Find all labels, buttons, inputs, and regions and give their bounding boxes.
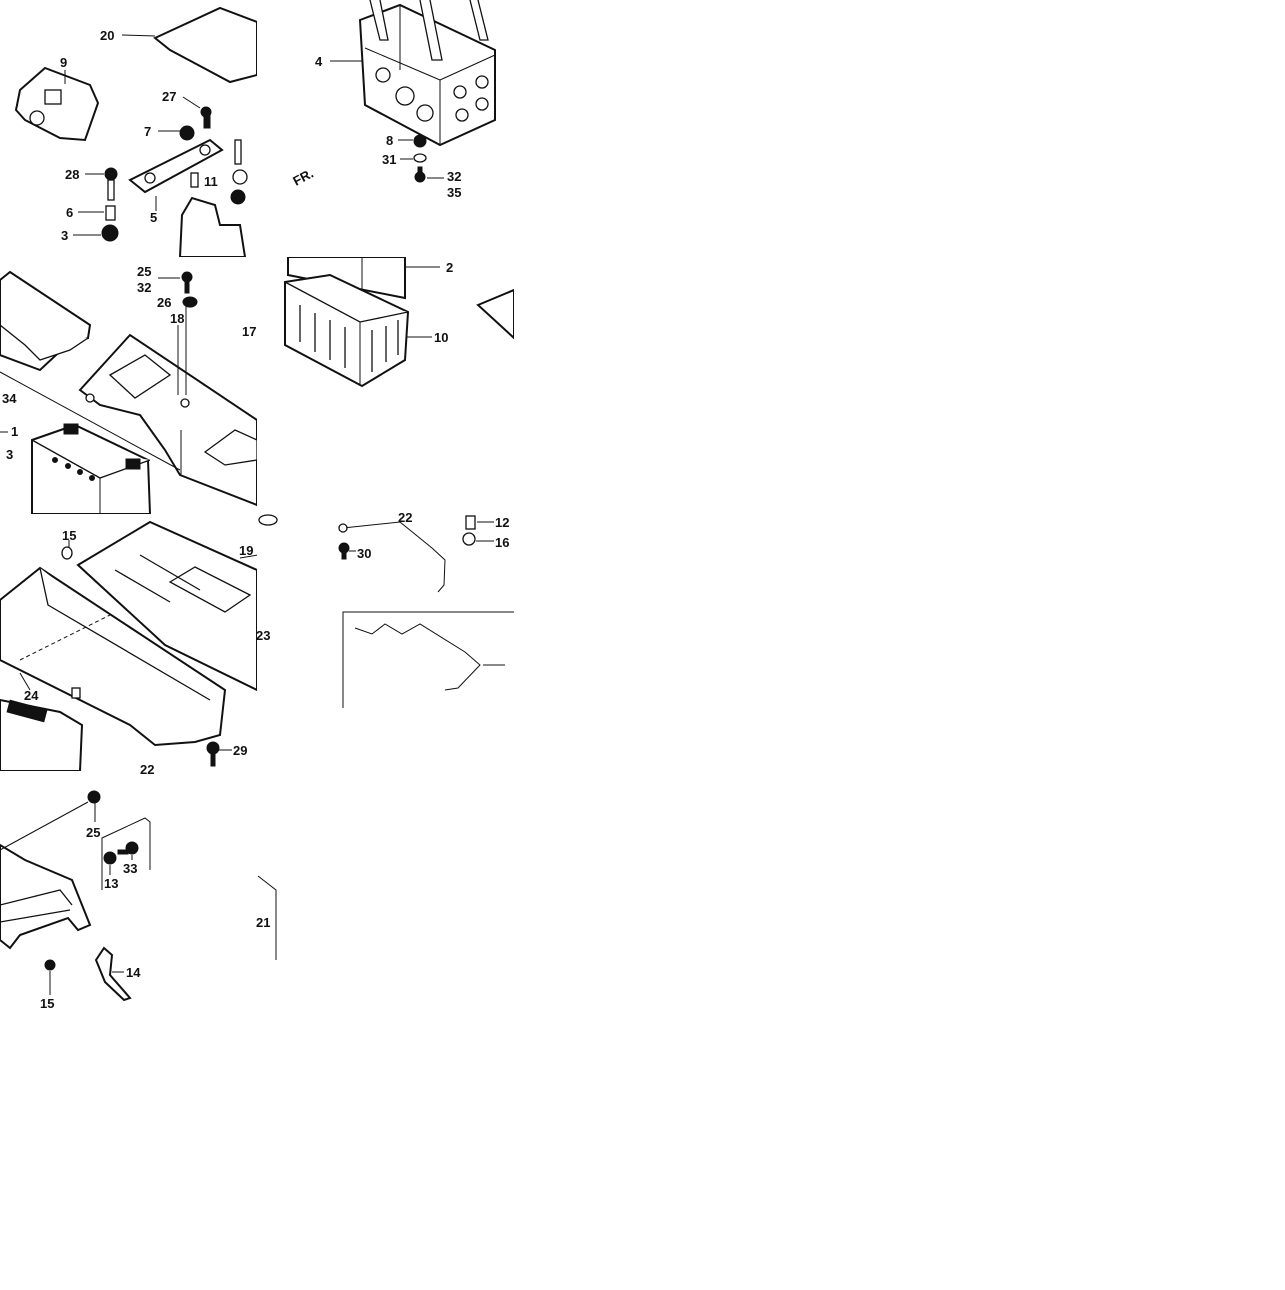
callout-24: 24	[24, 688, 39, 703]
tile6-labels: 22 30 12 16	[357, 510, 509, 561]
callout-32b: 32	[137, 280, 151, 295]
callout-12: 12	[495, 515, 509, 530]
part-10-battery-case	[284, 273, 410, 388]
callout-19: 19	[239, 543, 253, 558]
tile7-labels: 25 33 13 14 15 21	[40, 825, 270, 1011]
callout-2: 2	[446, 260, 453, 275]
tile-lower-middle: 22 30 12 16	[258, 510, 514, 708]
callout-8: 8	[386, 133, 393, 148]
callout-33: 33	[123, 861, 137, 876]
tile4-labels: 2 10	[434, 260, 453, 345]
callout-31: 31	[382, 152, 396, 167]
part-14-clip	[94, 946, 132, 1002]
tile-top-left: 20 9 27 7 28 11 6 5 3 FR.	[14, 6, 316, 257]
callout-22: 22	[140, 762, 154, 777]
tile-top-middle: 4 8 31 32 35	[315, 0, 496, 200]
tile2-labels: 4 8 31 32 35	[315, 54, 461, 200]
callout-1: 1	[11, 424, 18, 439]
tile-middle-left: 25 32 26 18 17 34 1 3	[0, 264, 257, 514]
callout-28: 28	[65, 167, 79, 182]
tile-lower-left: 15 19 23 24 29 22	[0, 520, 270, 777]
callout-3: 3	[61, 228, 68, 243]
part-22-rod	[342, 521, 446, 593]
callout-15b: 15	[40, 996, 54, 1011]
callout-3b: 3	[6, 447, 13, 462]
callout-10: 10	[434, 330, 448, 345]
part-2-battery-top	[287, 257, 406, 300]
part-20-bracket	[153, 6, 257, 84]
callout-6: 6	[66, 205, 73, 220]
callout-25: 25	[137, 264, 151, 279]
tile1-labels: 20 9 27 7 28 11 6 5 3 FR.	[60, 28, 316, 243]
part-19-pad	[76, 520, 257, 692]
callout-5: 5	[150, 210, 157, 225]
callout-35: 35	[447, 185, 461, 200]
callout-15: 15	[62, 528, 76, 543]
callout-21: 21	[256, 915, 270, 930]
part-22-tray	[0, 566, 227, 747]
callout-18: 18	[170, 311, 184, 326]
callout-13: 13	[104, 876, 118, 891]
callout-34: 34	[2, 391, 17, 406]
callout-17: 17	[242, 324, 256, 339]
callout-32: 32	[447, 169, 461, 184]
tile-bottom-left: 25 33 13 14 15 21	[0, 790, 277, 1011]
callout-4: 4	[315, 54, 323, 69]
tile3-labels: 25 32 26 18 17 34 1 3	[2, 264, 256, 462]
callout-26: 26	[157, 295, 171, 310]
callout-9: 9	[60, 55, 67, 70]
tile-middle-middle: 2 10	[284, 257, 514, 388]
tile5-labels: 15 19 23 24 29 22	[24, 528, 270, 777]
callout-20: 20	[100, 28, 114, 43]
part-21-rod	[354, 623, 481, 691]
callout-22b: 22	[398, 510, 412, 525]
callout-23: 23	[256, 628, 270, 643]
callout-7: 7	[144, 124, 151, 139]
callout-27: 27	[162, 89, 176, 104]
front-marker-label: FR.	[290, 166, 316, 189]
callout-30: 30	[357, 546, 371, 561]
callout-11: 11	[204, 174, 218, 189]
callout-14: 14	[126, 965, 141, 980]
callout-25b: 25	[86, 825, 100, 840]
callout-16: 16	[495, 535, 509, 550]
callout-29: 29	[233, 743, 247, 758]
